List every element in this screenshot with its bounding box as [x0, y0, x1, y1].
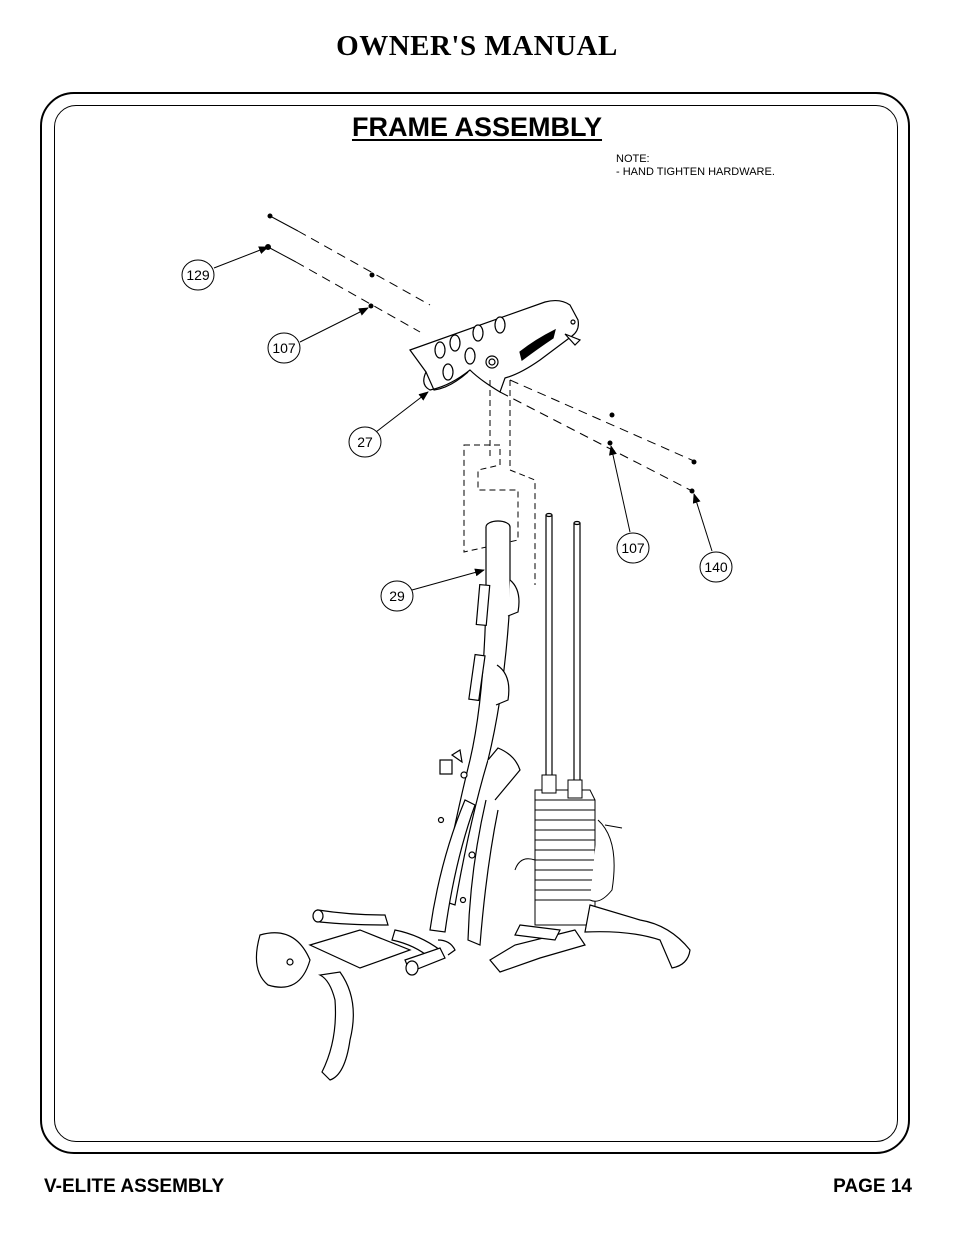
footer-assembly-name: V-ELITE ASSEMBLY — [44, 1176, 225, 1197]
callout-label-29: 29 — [389, 588, 405, 604]
hardware-dashed-lines — [295, 230, 695, 492]
page-border-inner — [54, 105, 898, 1142]
callout-label-27: 27 — [357, 434, 373, 450]
callout-label-129: 129 — [186, 267, 210, 283]
top-plate-27 — [409, 299, 582, 393]
manual-title: OWNER'S MANUAL — [336, 30, 618, 62]
assembly-note: NOTE: - HAND TIGHTEN HARDWARE. — [616, 153, 775, 179]
callout-label-107-right: 107 — [621, 540, 645, 556]
washers — [368, 272, 697, 494]
callout-29: 29 — [380, 568, 485, 612]
callout-107-right: 107 — [609, 445, 650, 564]
footer-page-number: PAGE 14 — [833, 1176, 912, 1197]
callout-140: 140 — [692, 493, 733, 583]
callout-129: 129 — [181, 246, 269, 291]
callout-label-140: 140 — [704, 559, 728, 575]
phantom-insert — [463, 380, 536, 585]
note-heading: NOTE: — [616, 153, 650, 165]
page-border-outer — [40, 92, 910, 1154]
callout-27: 27 — [348, 391, 429, 458]
section-title: FRAME ASSEMBLY — [351, 112, 603, 142]
note-line: - HAND TIGHTEN HARDWARE. — [616, 166, 775, 178]
main-column-29 — [429, 520, 521, 946]
base-legs — [489, 904, 691, 973]
callout-label-107-top: 107 — [272, 340, 296, 356]
bolts-129 — [265, 213, 299, 263]
guide-rods — [545, 512, 581, 785]
front-assembly — [255, 749, 463, 1081]
weight-stack — [514, 774, 623, 926]
callout-107-top: 107 — [267, 307, 369, 364]
